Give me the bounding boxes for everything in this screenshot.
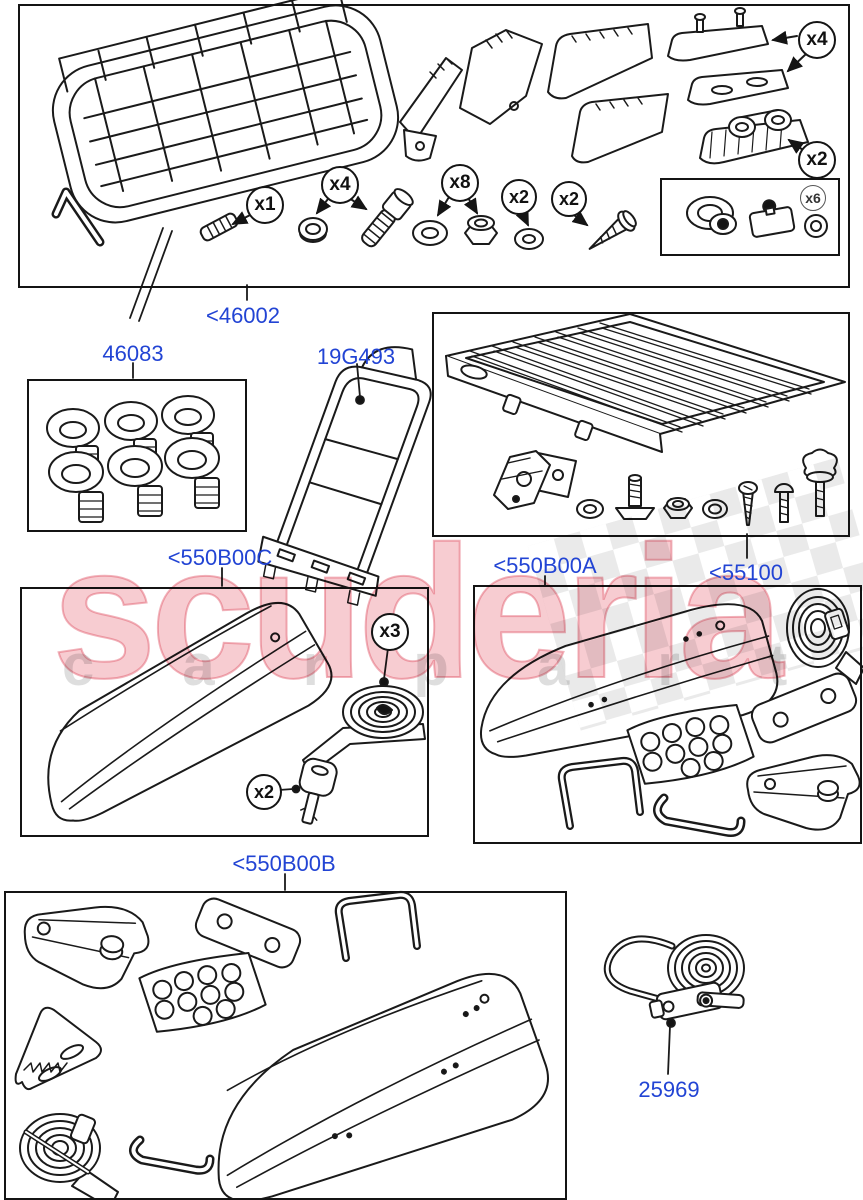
tray-clamp-bracket-drawing	[493, 450, 577, 510]
luggage-tray-drawing	[445, 313, 846, 453]
qty-badge-washer: x2	[501, 179, 537, 215]
luggage-basket-drawing	[51, 0, 400, 224]
mount-plate-slots-drawing	[687, 69, 789, 106]
support-bracket-right-drawing	[459, 29, 543, 125]
qty-badge-screw: x2	[551, 181, 587, 217]
qty-badge-bolt-set: x4	[321, 166, 359, 204]
nyloc-nut-drawing	[464, 215, 498, 245]
grommet-cup-drawing	[686, 196, 737, 235]
u-bolt-a-drawing	[557, 756, 644, 830]
kit-box-46083	[27, 379, 247, 532]
screw-spike-drawing	[588, 210, 637, 250]
qty-badge-keys: x2	[246, 774, 282, 810]
part-label-550B00A[interactable]: <550B00A	[493, 553, 597, 578]
sticker-sheet-b-drawing	[138, 952, 267, 1033]
qty-badge-grommets: x6	[800, 185, 826, 211]
serrated-bracket-drawing	[14, 1006, 102, 1091]
mount-plate-studs-drawing	[667, 7, 769, 62]
roof-box-small-drawing	[47, 602, 333, 822]
part-label-550B00C[interactable]: <550B00C	[167, 545, 273, 570]
flange-nut-drawing	[298, 217, 328, 243]
claw-bracket-b-drawing	[23, 905, 150, 990]
qty-badge-pin: x1	[246, 186, 284, 224]
ratchet-strap-drawing	[603, 934, 745, 1021]
mount-pad-a-drawing	[750, 672, 858, 744]
hex-key-drawing	[51, 187, 105, 247]
rear-ladder-drawing	[257, 346, 432, 606]
key-drawing	[298, 757, 338, 825]
part-label-19G493[interactable]: 19G493	[316, 344, 396, 369]
qty-badge-strap-roll: x3	[371, 613, 409, 651]
lashing-rings-drawing	[46, 395, 220, 523]
kit-box-550B00B	[4, 891, 567, 1200]
wrench-b-drawing	[129, 1135, 215, 1175]
claw-bracket-a-drawing	[746, 754, 861, 831]
socket-bolt-drawing	[361, 188, 414, 248]
small-washer-drawing	[514, 228, 544, 250]
sub-box-grommet-kit	[660, 178, 840, 256]
strap-roll-drawing	[302, 685, 426, 775]
wind-deflector-upper-drawing	[547, 23, 653, 100]
part-label-550B00B[interactable]: <550B00B	[232, 851, 336, 876]
part-label-46002[interactable]: <46002	[205, 303, 281, 328]
kit-box-46002	[18, 4, 850, 288]
support-bracket-left-drawing	[399, 57, 463, 162]
wind-deflector-lower-drawing	[571, 93, 669, 164]
strap-coil-b-drawing	[19, 1113, 119, 1200]
roof-box-medium-drawing	[217, 973, 549, 1200]
qty-badge-clamps: x2	[798, 141, 836, 179]
large-washer-drawing	[412, 220, 448, 246]
tray-washer-drawing	[576, 499, 604, 519]
part-label-55100[interactable]: <55100	[708, 560, 784, 585]
clamp-plate-drawing	[699, 109, 809, 165]
qty-badge-washer-nut: x8	[441, 164, 479, 202]
qty-badge-plates: x4	[798, 21, 836, 59]
kit-washer-drawing	[804, 214, 828, 238]
leader-lines	[129, 227, 748, 1075]
sticker-sheet-a-drawing	[626, 704, 755, 785]
u-bolt-b-drawing	[334, 890, 421, 962]
stud-plate-drawing	[748, 199, 796, 238]
wrench-a-drawing	[653, 793, 746, 837]
mount-pad-b-drawing	[194, 897, 302, 969]
kit-box-550B00C	[20, 587, 429, 837]
part-label-25969[interactable]: 25969	[638, 1077, 700, 1102]
part-label-46083[interactable]: 46083	[102, 341, 164, 366]
